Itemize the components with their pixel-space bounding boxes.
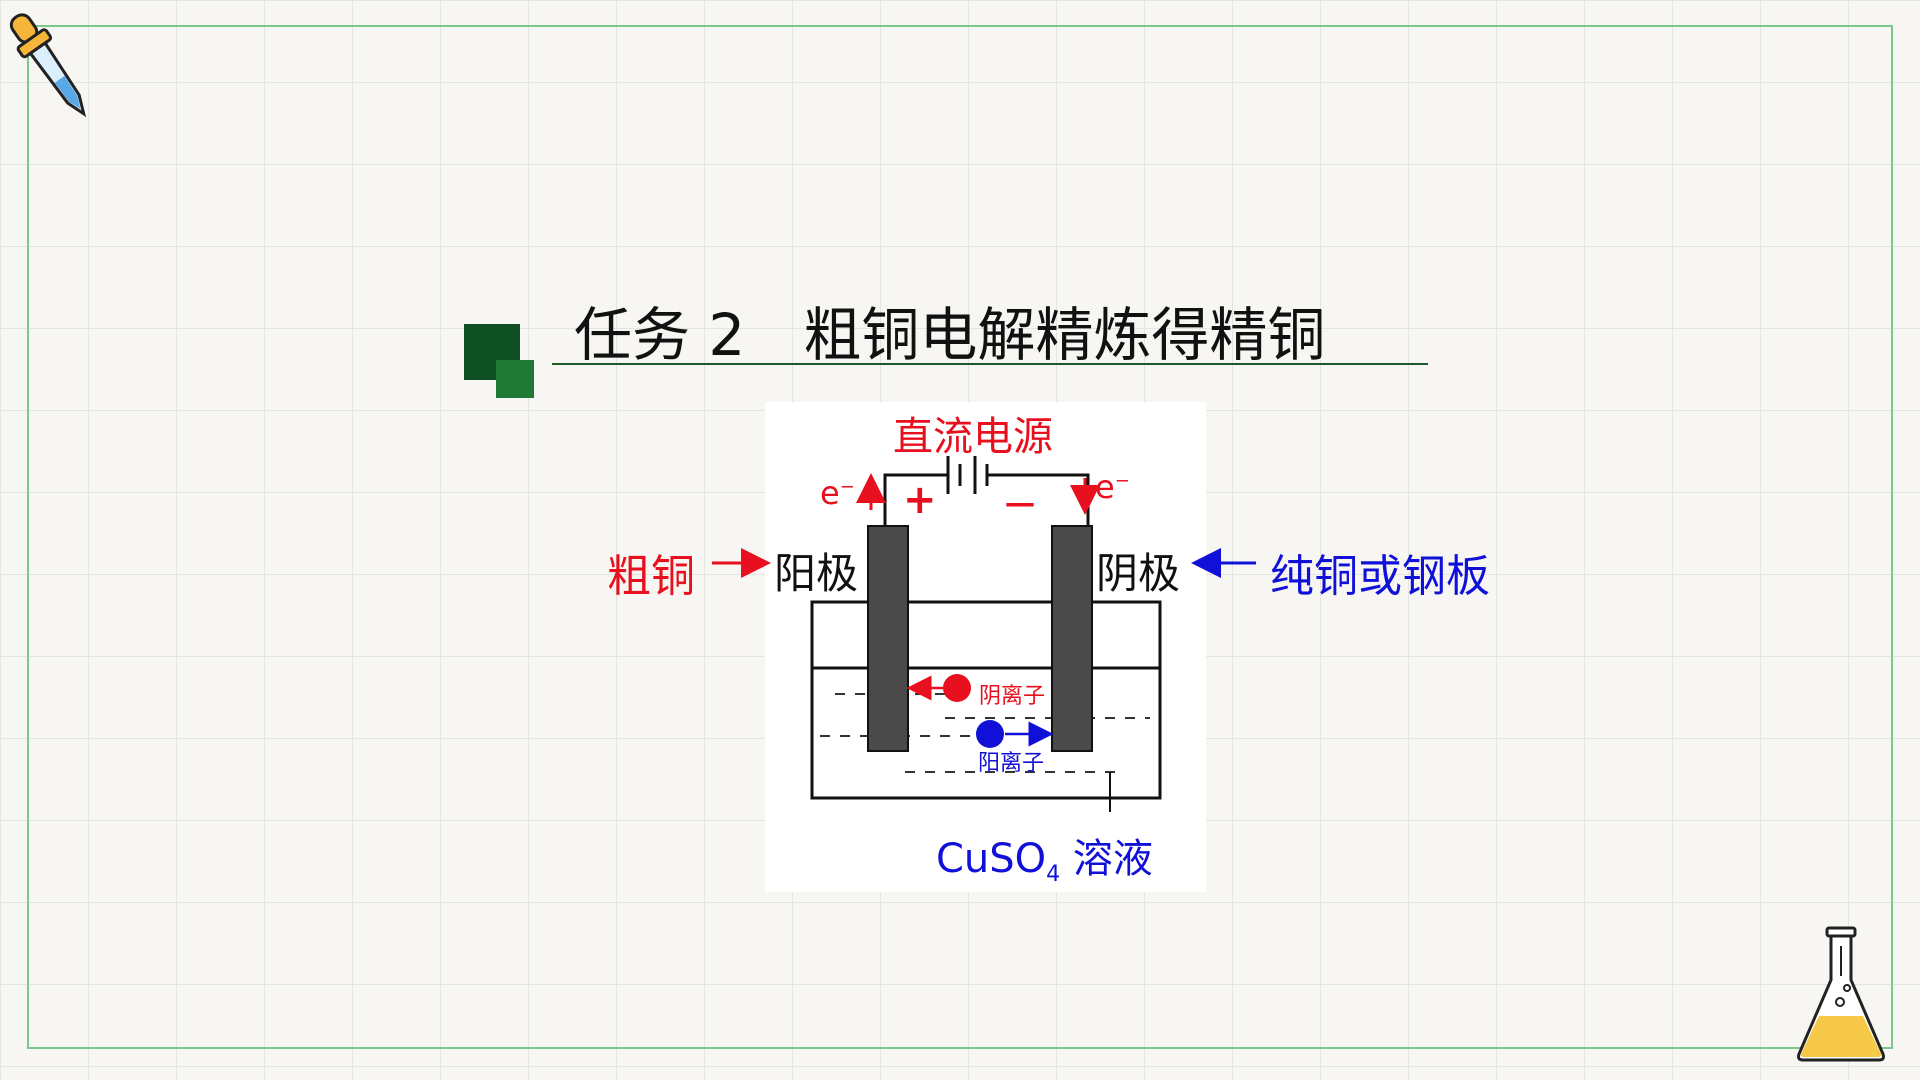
flask-icon bbox=[1797, 926, 1885, 1062]
cathode-label: 阴极 bbox=[1096, 549, 1181, 598]
electrolysis-diagram bbox=[810, 456, 1162, 812]
page-title: 任务 2 粗铜电解精炼得精铜 bbox=[574, 301, 1326, 369]
cathode-electrode bbox=[1051, 525, 1093, 752]
title-block: 任务 2 粗铜电解精炼得精铜 bbox=[464, 288, 1428, 398]
slide-frame bbox=[27, 25, 1893, 1049]
solution-formula: CuSO bbox=[936, 836, 1047, 882]
minus-sign: － bbox=[1002, 486, 1039, 527]
electron-left-sup: − bbox=[839, 476, 855, 498]
anion-dot bbox=[943, 674, 971, 702]
electron-right-sup: − bbox=[1114, 470, 1130, 492]
electrolytic-tank bbox=[810, 600, 1162, 800]
electron-left-symbol: e bbox=[820, 474, 840, 512]
electron-right-symbol: e bbox=[1095, 468, 1115, 506]
electron-label-right: e− bbox=[1095, 468, 1130, 506]
cation-label: 阳离子 bbox=[978, 751, 1045, 776]
dropper-icon bbox=[9, 13, 87, 118]
solution-word: 溶液 bbox=[1072, 836, 1153, 882]
battery-symbol bbox=[946, 456, 989, 494]
square-marker-icon bbox=[464, 324, 534, 398]
solution-formula-subscript: 4 bbox=[1046, 862, 1061, 887]
cation-dot bbox=[976, 720, 1004, 748]
pointer-arrows bbox=[712, 548, 1256, 578]
anode-label: 阳极 bbox=[774, 549, 859, 598]
anion-label: 阴离子 bbox=[979, 684, 1046, 709]
title-underline bbox=[552, 363, 1428, 365]
electron-label-left: e− bbox=[820, 474, 855, 512]
plus-sign: + bbox=[903, 477, 937, 523]
solution-label: CuSO4 溶液 bbox=[936, 826, 1153, 887]
anode-electrode bbox=[867, 525, 909, 752]
crude-copper-label: 粗铜 bbox=[607, 551, 695, 602]
power-source-label: 直流电源 bbox=[893, 414, 1053, 460]
pure-copper-label: 纯铜或钢板 bbox=[1270, 551, 1490, 602]
